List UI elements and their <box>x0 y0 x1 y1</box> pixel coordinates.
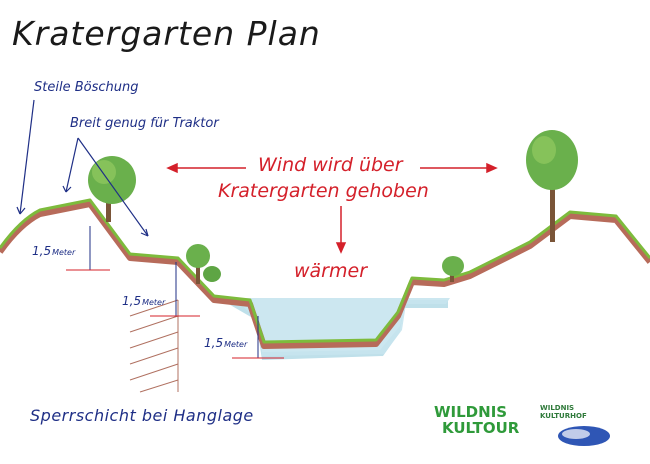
measurement-2-value: 1,5 <box>122 294 142 308</box>
measurement-1-unit: Meter <box>52 248 76 257</box>
wind-arrows <box>166 162 498 254</box>
measurement-1-value: 1,5 <box>32 244 52 258</box>
label-breit-genug: Breit genug für Traktor <box>70 116 219 131</box>
barrier-layer-hatching <box>129 299 179 393</box>
page-title: Kratergarten Plan <box>12 14 321 53</box>
tree-right <box>526 130 578 242</box>
label-wind-line2: Kratergarten gehoben <box>218 180 429 202</box>
tree-small-right <box>442 256 464 282</box>
label-wind-line1: Wind wird über <box>258 154 403 176</box>
wildnis-kulturhof-text: WILDNIS KULTURHOF <box>540 404 587 420</box>
wildnis-kulturhof-line2: KULTURHOF <box>540 412 587 420</box>
wildnis-kulturhof-logo: WILDNIS KULTURHOF <box>540 404 610 450</box>
measurement-2: 1,5Meter <box>122 290 165 309</box>
wildnis-kultour-line2: KULTOUR <box>442 419 520 437</box>
measurement-3-value: 1,5 <box>204 336 224 350</box>
measurement-1: 1,5Meter <box>32 240 75 259</box>
kulturhof-logo-graphic <box>558 426 610 446</box>
measurement-3-unit: Meter <box>224 340 248 349</box>
soil-profile <box>0 201 650 349</box>
grass-profile <box>0 198 650 344</box>
measurement-markers <box>66 226 284 359</box>
wildnis-kulturhof-line1: WILDNIS <box>540 404 575 412</box>
wildnis-kultour-logo: WILDNIS KULTOUR <box>434 404 522 436</box>
label-steile-boeschung: Steile Böschung <box>34 80 139 95</box>
measurement-3: 1,5Meter <box>204 332 247 351</box>
footer-note: Sperrschicht bei Hanglage <box>30 406 254 425</box>
wildnis-kultour-line1: WILDNIS <box>434 403 508 421</box>
tree-small-center <box>186 244 221 284</box>
label-waermer: wärmer <box>294 260 368 282</box>
annotation-pointers <box>16 99 149 237</box>
measurement-2-unit: Meter <box>142 298 166 307</box>
